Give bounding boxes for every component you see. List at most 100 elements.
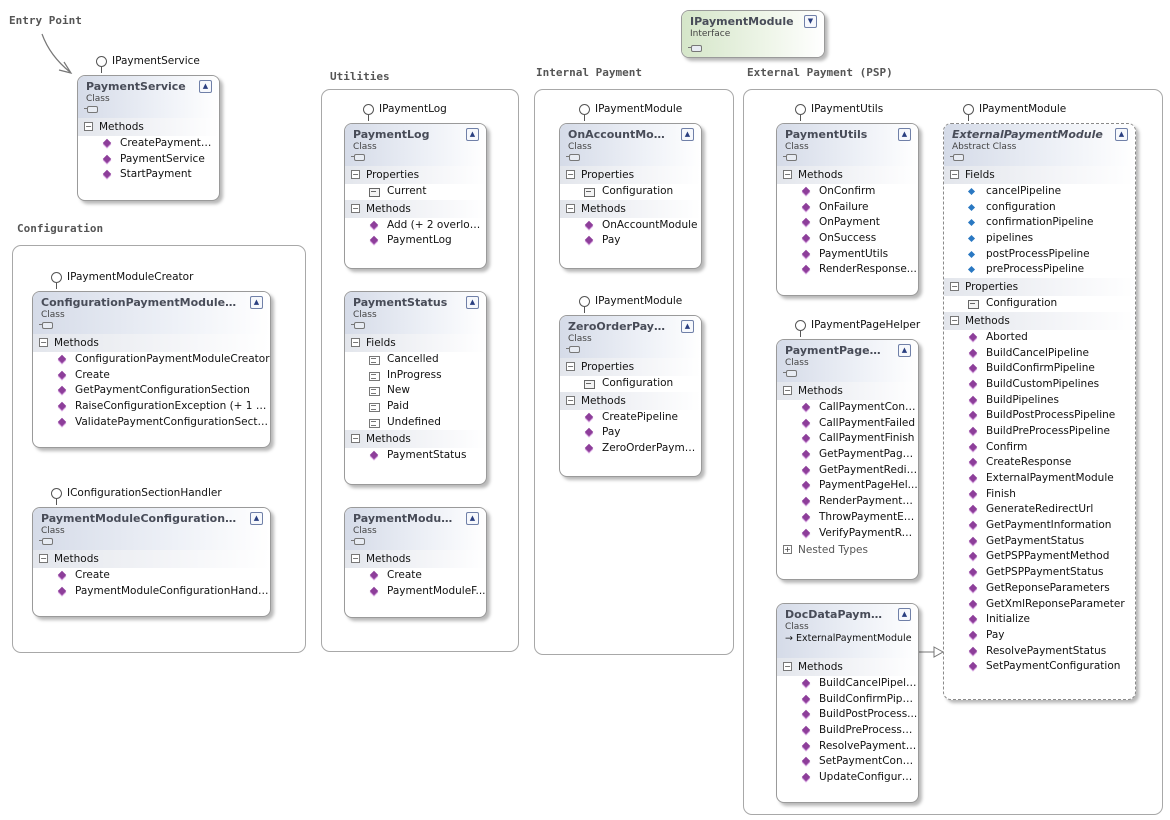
- member-row[interactable]: BuildPipelines: [944, 393, 1135, 409]
- member-row[interactable]: Paid: [345, 399, 486, 415]
- section-methods[interactable]: −Methods: [345, 430, 486, 449]
- class-header[interactable]: PaymentModuleConfigurationHa...Class▲: [33, 508, 270, 550]
- member-row[interactable]: GetReponseParameters: [944, 581, 1135, 597]
- class-header[interactable]: ZeroOrderPaym...Class▲: [560, 316, 701, 358]
- group-box-utilities[interactable]: [321, 89, 519, 652]
- collapse-section-icon[interactable]: −: [84, 122, 93, 131]
- collapse-section-icon[interactable]: −: [566, 362, 575, 371]
- member-row[interactable]: CreatePipeline: [560, 410, 701, 426]
- member-row[interactable]: BuildCustomPipelines: [944, 377, 1135, 393]
- configurationpaymentmodulecreator-class[interactable]: ConfigurationPaymentModuleCre...Class▲−M…: [32, 291, 271, 448]
- collapse-section-icon[interactable]: −: [351, 203, 360, 213]
- group-box-internal-payment[interactable]: [534, 89, 734, 655]
- member-row[interactable]: ExternalPaymentModule: [944, 471, 1135, 487]
- section-fields[interactable]: −Fields: [944, 166, 1135, 184]
- class-header[interactable]: DocDataPaymen...Class→ ExternalPaymentMo…: [777, 604, 918, 658]
- collapse-section-icon[interactable]: −: [39, 338, 48, 347]
- collapse-icon[interactable]: ▲: [898, 344, 911, 357]
- member-row[interactable]: Current: [345, 184, 486, 200]
- collapse-section-icon[interactable]: −: [783, 386, 792, 395]
- member-row[interactable]: Finish: [944, 487, 1135, 503]
- member-row[interactable]: OnConfirm: [777, 184, 918, 200]
- member-row[interactable]: Configuration: [560, 184, 701, 200]
- collapse-section-icon[interactable]: −: [351, 338, 360, 347]
- member-row[interactable]: RenderPaymentR...: [777, 494, 918, 510]
- member-row[interactable]: Create: [33, 568, 270, 584]
- collapse-section-icon[interactable]: −: [351, 434, 360, 444]
- collapse-section-icon[interactable]: −: [950, 282, 959, 292]
- member-row[interactable]: pipelines: [944, 231, 1135, 247]
- member-row[interactable]: GetPaymentPage...: [777, 447, 918, 463]
- member-row[interactable]: postProcessPipeline: [944, 247, 1135, 263]
- collapse-icon[interactable]: ▲: [250, 512, 263, 525]
- member-row[interactable]: OnPayment: [777, 215, 918, 231]
- member-row[interactable]: CallPaymentConfi...: [777, 400, 918, 416]
- member-row[interactable]: GenerateRedirectUrl: [944, 502, 1135, 518]
- member-row[interactable]: PaymentPageHel...: [777, 478, 918, 494]
- section-properties[interactable]: −Properties: [560, 166, 701, 184]
- section-methods[interactable]: −Methods: [33, 550, 270, 568]
- section-methods[interactable]: −Methods: [944, 311, 1135, 330]
- collapse-section-icon[interactable]: −: [566, 203, 575, 213]
- collapse-icon[interactable]: ▲: [466, 512, 479, 525]
- expand-section-icon[interactable]: +: [783, 545, 792, 555]
- collapse-section-icon[interactable]: −: [566, 170, 575, 179]
- member-row[interactable]: BuildConfirmPipeline: [944, 361, 1135, 377]
- member-row[interactable]: CreatePaymentM...: [78, 136, 219, 152]
- section-properties[interactable]: −Properties: [345, 166, 486, 184]
- class-header[interactable]: PaymentPageHe...Class▲: [777, 340, 918, 382]
- section-methods[interactable]: −Methods: [777, 382, 918, 400]
- member-row[interactable]: GetXmlReponseParameter: [944, 597, 1135, 613]
- member-row[interactable]: BuildPreProcessPipeline: [944, 424, 1135, 440]
- member-row[interactable]: Undefined: [345, 415, 486, 431]
- member-row[interactable]: PaymentModuleConfigurationHandler: [33, 584, 270, 600]
- section-methods[interactable]: −Methods: [33, 334, 270, 352]
- collapse-icon[interactable]: ▲: [681, 128, 694, 141]
- collapse-icon[interactable]: ▲: [466, 296, 479, 309]
- member-row[interactable]: PaymentService: [78, 152, 219, 168]
- member-row[interactable]: GetPSPPaymentStatus: [944, 565, 1135, 581]
- member-row[interactable]: OnFailure: [777, 200, 918, 216]
- member-row[interactable]: BuildCancelPipeline: [777, 676, 918, 692]
- member-row[interactable]: CallPaymentFinish: [777, 431, 918, 447]
- member-row[interactable]: Cancelled: [345, 352, 486, 368]
- section-methods[interactable]: −Methods: [345, 550, 486, 568]
- member-row[interactable]: PaymentUtils: [777, 247, 918, 263]
- member-row[interactable]: Initialize: [944, 612, 1135, 628]
- member-row[interactable]: OnAccountModule: [560, 218, 701, 234]
- member-row[interactable]: BuildPreProcessPi...: [777, 723, 918, 739]
- member-row[interactable]: PaymentLog: [345, 233, 486, 249]
- section-methods[interactable]: −Methods: [345, 199, 486, 218]
- member-row[interactable]: VerifyPaymentRe...: [777, 526, 918, 542]
- member-row[interactable]: confirmationPipeline: [944, 215, 1135, 231]
- section-methods[interactable]: −Methods: [560, 199, 701, 218]
- expand-icon[interactable]: ▼: [804, 15, 817, 28]
- member-row[interactable]: Configuration: [944, 296, 1135, 312]
- member-row[interactable]: GetPaymentStatus: [944, 534, 1135, 550]
- collapse-icon[interactable]: ▲: [898, 128, 911, 141]
- member-row[interactable]: ResolvePaymentS...: [777, 739, 918, 755]
- section-properties[interactable]: −Properties: [944, 278, 1135, 297]
- section-methods[interactable]: −Methods: [78, 118, 219, 136]
- member-row[interactable]: ValidatePaymentConfigurationSection: [33, 415, 270, 431]
- member-row[interactable]: Aborted: [944, 330, 1135, 346]
- ipaymentmodule-interface[interactable]: IPaymentModule Interface ▼: [681, 10, 825, 58]
- group-box-external-payment[interactable]: [743, 89, 1163, 815]
- member-row[interactable]: OnSuccess: [777, 231, 918, 247]
- collapse-section-icon[interactable]: −: [566, 395, 575, 405]
- collapse-section-icon[interactable]: −: [39, 554, 48, 563]
- class-header[interactable]: ConfigurationPaymentModuleCre...Class▲: [33, 292, 270, 334]
